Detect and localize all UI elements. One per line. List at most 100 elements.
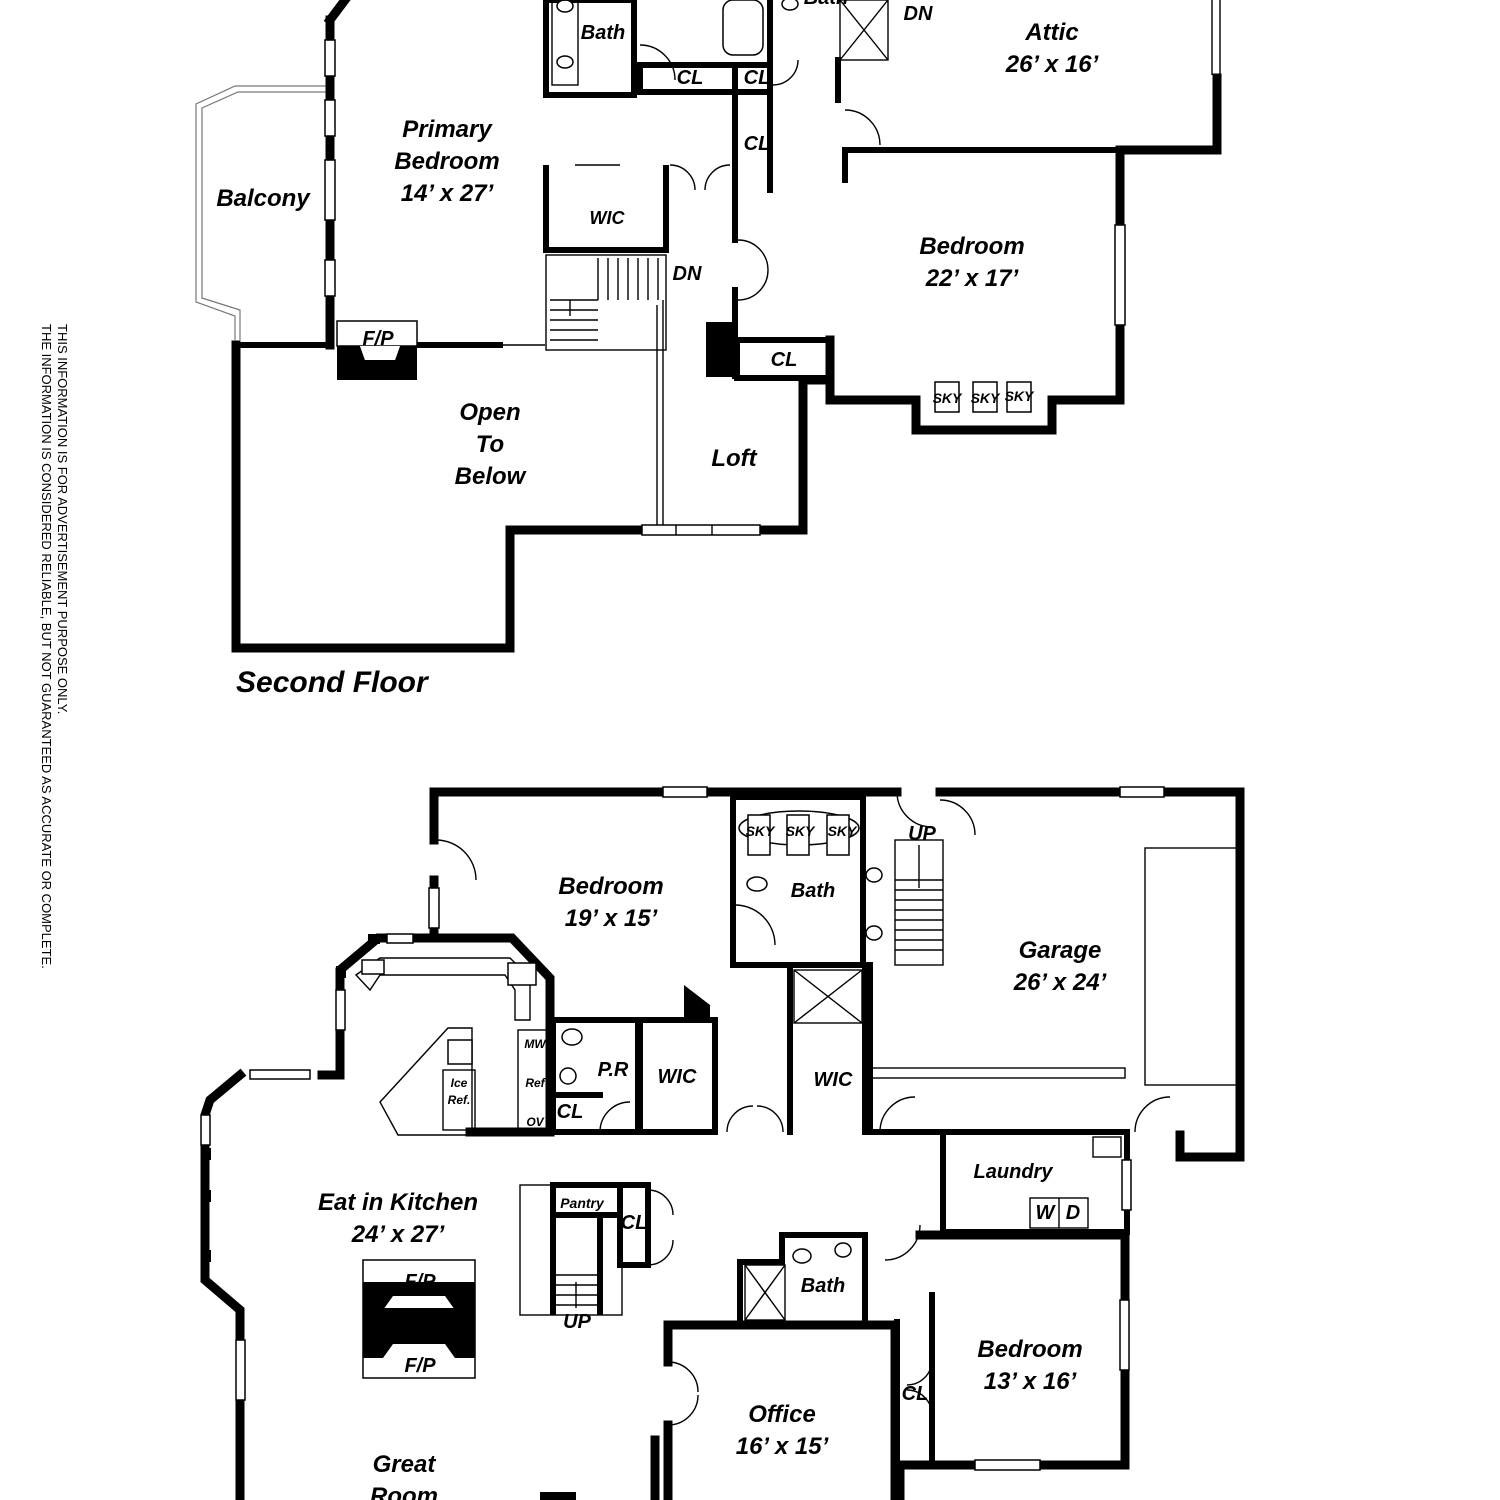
skylights-first-floor [747,814,850,856]
powder-room-label: P.R [598,1059,629,1081]
closet-bedroom-label: CL [902,1383,929,1405]
office-label: Office [748,1401,816,1428]
disclaimer-text: THIS INFORMATION IS FOR ADVERTISEMENT PU… [39,324,70,969]
garage-window [1119,786,1165,798]
closet-pantry-label: CL [621,1212,648,1234]
laundry-window [1121,1159,1132,1211]
fireplace-opening [360,346,400,360]
bedroom-2f-size: 22’ x 17’ [925,265,1019,292]
kitchen-size: 24’ x 27’ [351,1221,445,1248]
kitchen-sink [361,959,385,975]
bedroom-window [662,786,708,798]
chimney [706,322,734,377]
closet-box [734,337,833,381]
sky-first-3: SKY [828,823,858,839]
vanity [551,0,579,86]
island-sink [447,1039,473,1065]
balcony-outline [195,85,330,340]
disclaimer: THIS INFORMATION IS FOR ADVERTISEMENT PU… [22,322,82,1122]
wic-right-label: WIC [814,1069,853,1091]
sink-icon-3 [781,0,799,11]
open-below-label-3: Below [455,463,527,490]
ice-ref-label-1: Ice [451,1076,468,1090]
wic-wall [543,165,669,253]
attic-label: Attic [1024,19,1078,46]
attic-size: 26’ x 16’ [1005,51,1099,78]
balcony-label: Balcony [216,185,311,212]
kitchen-window [386,933,414,944]
ov-label: OV [526,1115,544,1129]
stair-treads [550,258,659,341]
ref-label: Ref [525,1076,545,1090]
laundry-label: Laundry [974,1161,1054,1183]
sky-first-2: SKY [786,823,816,839]
bedroom-top-label: Bedroom [558,873,663,900]
first-floor-outer-top [429,787,902,845]
kitchen-label: Eat in Kitchen [318,1189,478,1216]
kitchen-window-2 [335,989,346,1031]
bedroom-mid-size: 13’ x 16’ [984,1368,1077,1395]
disclaimer-line-1: THIS INFORMATION IS FOR ADVERTISEMENT PU… [55,324,70,714]
fireplace-label: F/P [362,328,394,350]
shower-mid [744,1264,786,1321]
kitchen-outer-wall [425,933,555,1137]
primary-bedroom-north-bevel [323,0,351,27]
tub-icon [722,0,764,56]
closet-wall-2 [637,62,773,95]
first-floor: Bedroom 19’ x 15’ Bath SKY SKY SKY UP Ga… [200,786,1245,1500]
attic-wall [1115,73,1222,155]
sky-label-3: SKY [1005,388,1035,404]
open-to-below-wall [231,340,645,653]
door-swings-first [435,791,1171,1426]
second-floor: Primary Bedroom 14’ x 27’ Balcony Bath B… [195,0,1222,699]
ice-ref-label-2: Ref. [448,1093,471,1107]
skylights-second-floor [934,381,1032,413]
office-size: 16’ x 15’ [736,1433,829,1460]
cooktop-icon [507,962,537,986]
closet-c-label: CL [744,133,771,155]
bedroom-window-west [428,887,440,929]
fireplace-bottom-label: F/P [404,1355,436,1377]
bedroom-right-wall [825,145,1125,435]
bath-right-label: Bath [804,0,848,9]
stair-garage [894,839,944,966]
shower-icon [839,0,889,61]
great-room-label-2: Room [370,1483,438,1500]
bedroom-mid-label: Bedroom [977,1336,1082,1363]
open-below-label-2: To [476,431,504,458]
bath-left-label: Bath [581,22,625,44]
sink-icon-2 [556,55,574,69]
kitchen-counter [354,957,531,1021]
closet-pantry-wall [617,1182,651,1268]
balcony-outline-inner [201,91,330,340]
bedroom-right-window [1114,224,1126,326]
disclaimer-line-2: THE INFORMATION IS CONSIDERED RELIABLE, … [39,324,54,969]
sky-label-2: SKY [971,390,1001,406]
bath-left-wall [543,0,637,98]
toilet-icon-pr [561,1028,583,1046]
sink-icon-first-2 [865,925,883,941]
ice-ref-box [442,1069,476,1131]
great-room-window [235,1339,246,1401]
wic-left-label: WIC [658,1066,697,1088]
garage-step [869,1067,1126,1079]
fireplace-bottom-icon [363,1322,475,1358]
chimney-first [684,985,710,1018]
office-wall [663,1320,900,1500]
sink-icon-pr [559,1067,577,1085]
great-room-label-1: Great [373,1451,437,1478]
loft-window [641,524,761,536]
stair-garage-treads [895,845,943,951]
wic-label: WIC [590,208,626,228]
primary-bedroom-label-1: Primary [402,116,493,143]
kitchen-window-3 [200,1114,211,1146]
sink-icon-first [865,867,883,883]
bedroom-mid-window [1119,1299,1130,1371]
stair-box [545,254,667,351]
wic-left-wall [637,1017,718,1135]
closet-d-label: CL [771,349,798,371]
sky-label-1: SKY [933,390,963,406]
bath-top-wall [730,794,866,968]
fireplace-icon [337,346,417,380]
up-stair-label: UP [563,1311,591,1333]
